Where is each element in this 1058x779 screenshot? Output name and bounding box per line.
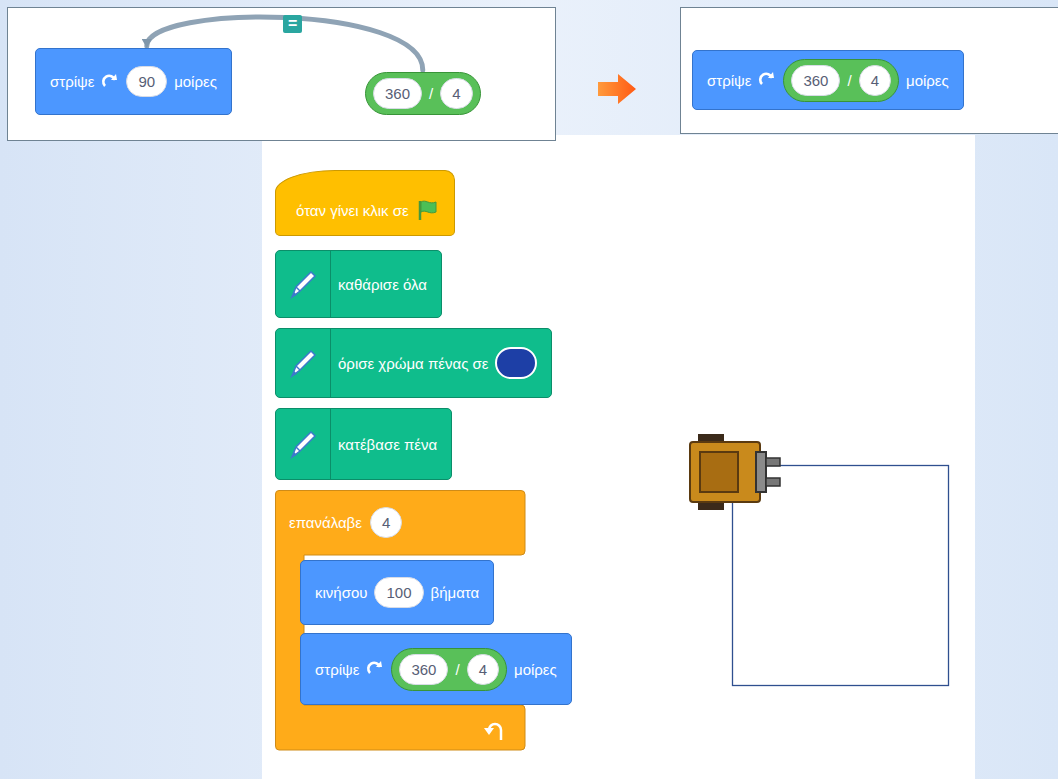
drawn-square bbox=[733, 466, 949, 686]
color-swatch bbox=[495, 347, 537, 379]
pen-icon bbox=[284, 251, 331, 317]
pen-icon bbox=[284, 409, 331, 479]
block-label: επανάλαβε bbox=[289, 514, 362, 531]
number-input: 4 bbox=[467, 654, 499, 685]
orange-arrow bbox=[598, 74, 636, 104]
turn-icon bbox=[101, 73, 119, 91]
number-input: 4 bbox=[859, 65, 891, 96]
robot-sprite bbox=[690, 434, 780, 510]
block-label: / bbox=[455, 661, 459, 678]
move-block: κινήσου 100 βήματα bbox=[300, 560, 494, 625]
number-input: 4 bbox=[370, 507, 402, 538]
block-label: μοίρες bbox=[174, 73, 217, 90]
number-input: 100 bbox=[374, 577, 423, 608]
block-label: / bbox=[429, 85, 433, 102]
number-input: 360 bbox=[373, 78, 422, 109]
block-label: καθάρισε όλα bbox=[338, 276, 427, 293]
pen-icon bbox=[284, 329, 331, 397]
block-label: / bbox=[847, 72, 851, 89]
block-label: βήματα bbox=[431, 584, 480, 601]
divide-reporter: 360 / 4 bbox=[391, 648, 507, 691]
number-input: 360 bbox=[399, 654, 448, 685]
number-input: 4 bbox=[440, 78, 472, 109]
block-label: όρισε χρώμα πένας σε bbox=[338, 355, 488, 372]
block-label: κατέβασε πένα bbox=[338, 436, 437, 453]
repeat-block: επανάλαβε4κινήσου100βήματαστρίψε360/4μοί… bbox=[275, 490, 535, 752]
divide-reporter: 360 / 4 bbox=[365, 72, 481, 115]
turn-icon bbox=[366, 660, 384, 678]
pen-block: καθάρισε όλα bbox=[275, 250, 442, 318]
block-label: όταν γίνει κλικ σε bbox=[296, 202, 409, 219]
number-input: 360 bbox=[791, 65, 840, 96]
turn-block: στρίψε 360 / 4 μοίρες bbox=[692, 50, 964, 110]
hat-block: όταν γίνει κλικ σε bbox=[275, 170, 455, 236]
block-label: στρίψε bbox=[50, 73, 94, 90]
equals-label: = bbox=[283, 15, 302, 33]
repeat-header: επανάλαβε 4 bbox=[275, 490, 416, 555]
divide-reporter: 360 / 4 bbox=[783, 59, 899, 102]
turn-icon bbox=[758, 71, 776, 89]
turn-block: στρίψε 90 μοίρες bbox=[35, 48, 232, 115]
block-label: κινήσου bbox=[315, 584, 367, 601]
turn-block: στρίψε 360 / 4 μοίρες bbox=[300, 633, 572, 705]
pen-block: όρισε χρώμα πένας σε bbox=[275, 328, 552, 398]
block-label: μοίρες bbox=[514, 661, 557, 678]
block-label: στρίψε bbox=[707, 72, 751, 89]
pen-block: κατέβασε πένα bbox=[275, 408, 452, 480]
number-input: 90 bbox=[126, 66, 167, 97]
green-flag-icon bbox=[416, 198, 440, 222]
block-label: μοίρες bbox=[906, 72, 949, 89]
block-label: στρίψε bbox=[315, 661, 359, 678]
